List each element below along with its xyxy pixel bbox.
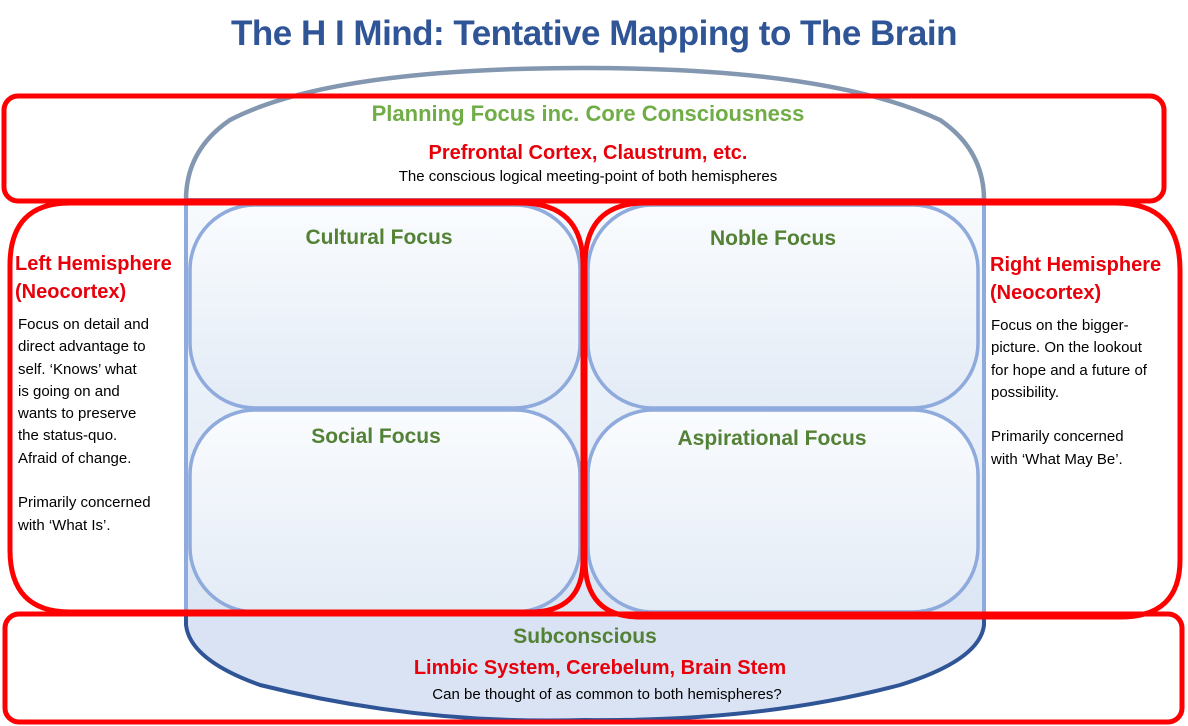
right-hemisphere-heading: Right Hemisphere (Neocortex) [990,251,1180,307]
right-hemisphere-outline [582,200,1183,620]
top-region-description: The conscious logical meeting-point of b… [398,168,778,185]
subconscious-heading: Subconscious [513,625,657,648]
noble-focus-label: Noble Focus [709,227,836,250]
page-title: The H I Mind: Tentative Mapping to The B… [231,14,957,53]
left-hemisphere-description: Focus on detail and direct advantage to … [18,316,151,534]
brain-top-dome [183,65,987,205]
bottom-region-outline [2,611,1185,725]
prefrontal-cortex-label: Prefrontal Cortex, Claustrum, etc. [428,142,748,164]
bottom-region-description: Can be thought of as common to both hemi… [432,686,782,703]
right-hemisphere-subtitle: (Neocortex) [990,282,1102,304]
right-hemisphere-description: Focus on the bigger- picture. On the loo… [991,317,1147,468]
aspirational-focus-label: Aspirational Focus [677,427,867,450]
planning-focus-heading: Planning Focus inc. Core Consciousness [371,101,805,126]
right-hemisphere-title: Right Hemisphere [990,254,1162,276]
left-hemisphere-title: Left Hemisphere [15,253,172,275]
left-hemisphere-heading: Left Hemisphere (Neocortex) [15,250,195,306]
social-focus-label: Social Focus [311,425,441,448]
cultural-focus-label: Cultural Focus [305,226,453,249]
brain-bottom-dome [186,615,984,721]
left-hemisphere-subtitle: (Neocortex) [15,281,127,303]
limbic-system-label: Limbic System, Cerebelum, Brain Stem [413,657,787,679]
top-region-outline [1,93,1167,204]
